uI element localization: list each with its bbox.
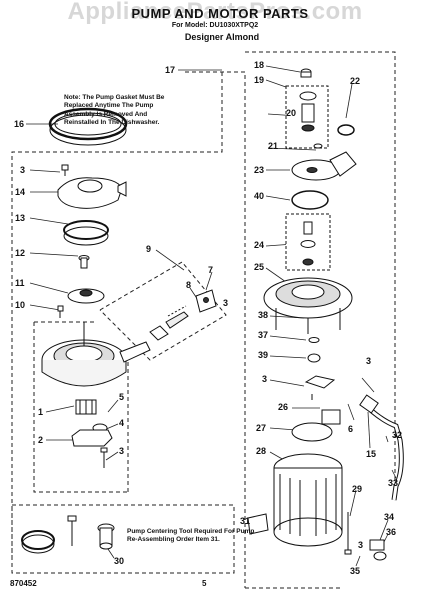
model-subtitle: For Model: DU1030XTPQ2 <box>171 22 259 29</box>
callout-33: 33 <box>388 478 399 488</box>
callout-22: 22 <box>350 76 361 86</box>
callout-7: 7 <box>208 265 214 275</box>
callout-3d: 3 <box>366 356 372 366</box>
callout-32: 32 <box>392 430 403 440</box>
callout-37: 37 <box>258 330 269 340</box>
callout-31: 31 <box>240 516 251 526</box>
callout-15: 15 <box>366 449 377 459</box>
diagram-title: PUMP AND MOTOR PARTS <box>131 6 309 21</box>
callout-39: 39 <box>258 350 269 360</box>
callout-5: 5 <box>119 392 125 402</box>
callout-21: 21 <box>268 141 279 151</box>
nut-18 <box>300 68 312 78</box>
callout-25: 25 <box>254 262 265 272</box>
callout-17: 17 <box>165 65 176 75</box>
pump-gasket-16 <box>48 107 128 146</box>
callout-18: 18 <box>254 60 265 70</box>
callout-40: 40 <box>254 191 265 201</box>
callout-12: 12 <box>15 248 26 258</box>
pump-components-1-5 <box>71 399 113 468</box>
chopper-assembly-19-21 <box>285 85 329 149</box>
motor-mount-25 <box>263 277 353 334</box>
drain-hose-33 <box>360 400 404 501</box>
callout-3e: 3 <box>262 374 268 384</box>
callout-11: 11 <box>15 278 25 288</box>
assembly-boundary-lines <box>11 51 396 589</box>
impeller-11 <box>67 288 105 304</box>
pump-gasket-note: Note: The Pump Gasket Must Be Replaced A… <box>64 94 165 127</box>
footer-page-number: 5 <box>202 579 207 588</box>
gasket-40 <box>291 190 329 210</box>
callout-16: 16 <box>14 119 25 129</box>
callout-26: 26 <box>278 402 289 412</box>
check-valve-15 <box>359 394 379 414</box>
callout-3f: 3 <box>358 540 364 550</box>
callout-1: 1 <box>38 407 44 417</box>
callout-23: 23 <box>254 165 265 175</box>
screw-10 <box>57 305 64 318</box>
callout-27: 27 <box>256 423 267 433</box>
callout-4: 4 <box>119 418 125 428</box>
callout-10: 10 <box>15 300 26 310</box>
clamp-34-36 <box>369 539 387 561</box>
callout-30: 30 <box>114 556 125 566</box>
callout-19: 19 <box>254 75 265 85</box>
spacer-12 <box>78 255 90 269</box>
callout-13: 13 <box>15 213 26 223</box>
bracket-39 <box>304 375 336 400</box>
o-ring-22 <box>337 124 355 136</box>
callout-3: 3 <box>20 165 26 175</box>
callout-3b: 3 <box>223 298 229 308</box>
callout-36: 36 <box>386 527 397 537</box>
shaft-assembly-24 <box>285 213 331 271</box>
callout-9: 9 <box>146 244 152 254</box>
callout-8: 8 <box>186 280 192 290</box>
callout-35: 35 <box>350 566 361 576</box>
disk-27 <box>291 422 333 442</box>
bolt-29 <box>344 512 352 555</box>
footer-part-code: 870452 <box>10 579 37 588</box>
switch-26 <box>321 409 341 425</box>
callout-6: 6 <box>348 424 354 434</box>
callout-3c: 3 <box>119 446 125 456</box>
callout-34: 34 <box>384 512 395 522</box>
screw-3-upper <box>61 164 69 176</box>
callout-2: 2 <box>38 435 44 445</box>
centering-tool-note: Pump Centering Tool Required For Pump Re… <box>127 528 255 544</box>
watermark: AppliancePartsPros.com <box>67 0 363 25</box>
callout-14: 14 <box>15 187 26 197</box>
centering-tool-31 <box>21 515 115 554</box>
callout-29: 29 <box>352 484 363 494</box>
callout-24: 24 <box>254 240 265 250</box>
pump-housing-14 <box>57 177 127 209</box>
motor-28 <box>247 453 343 547</box>
lower-pump-body <box>41 322 151 387</box>
callout-38: 38 <box>258 310 269 320</box>
washers-38-37 <box>307 337 321 363</box>
cover-23 <box>291 151 357 181</box>
o-ring-13 <box>63 220 109 246</box>
wire-harness-assembly-9 <box>149 289 217 341</box>
callout-20: 20 <box>286 108 297 118</box>
callout-28: 28 <box>256 446 267 456</box>
leader-lines <box>26 65 397 567</box>
color-variant: Designer Almond <box>184 32 260 42</box>
